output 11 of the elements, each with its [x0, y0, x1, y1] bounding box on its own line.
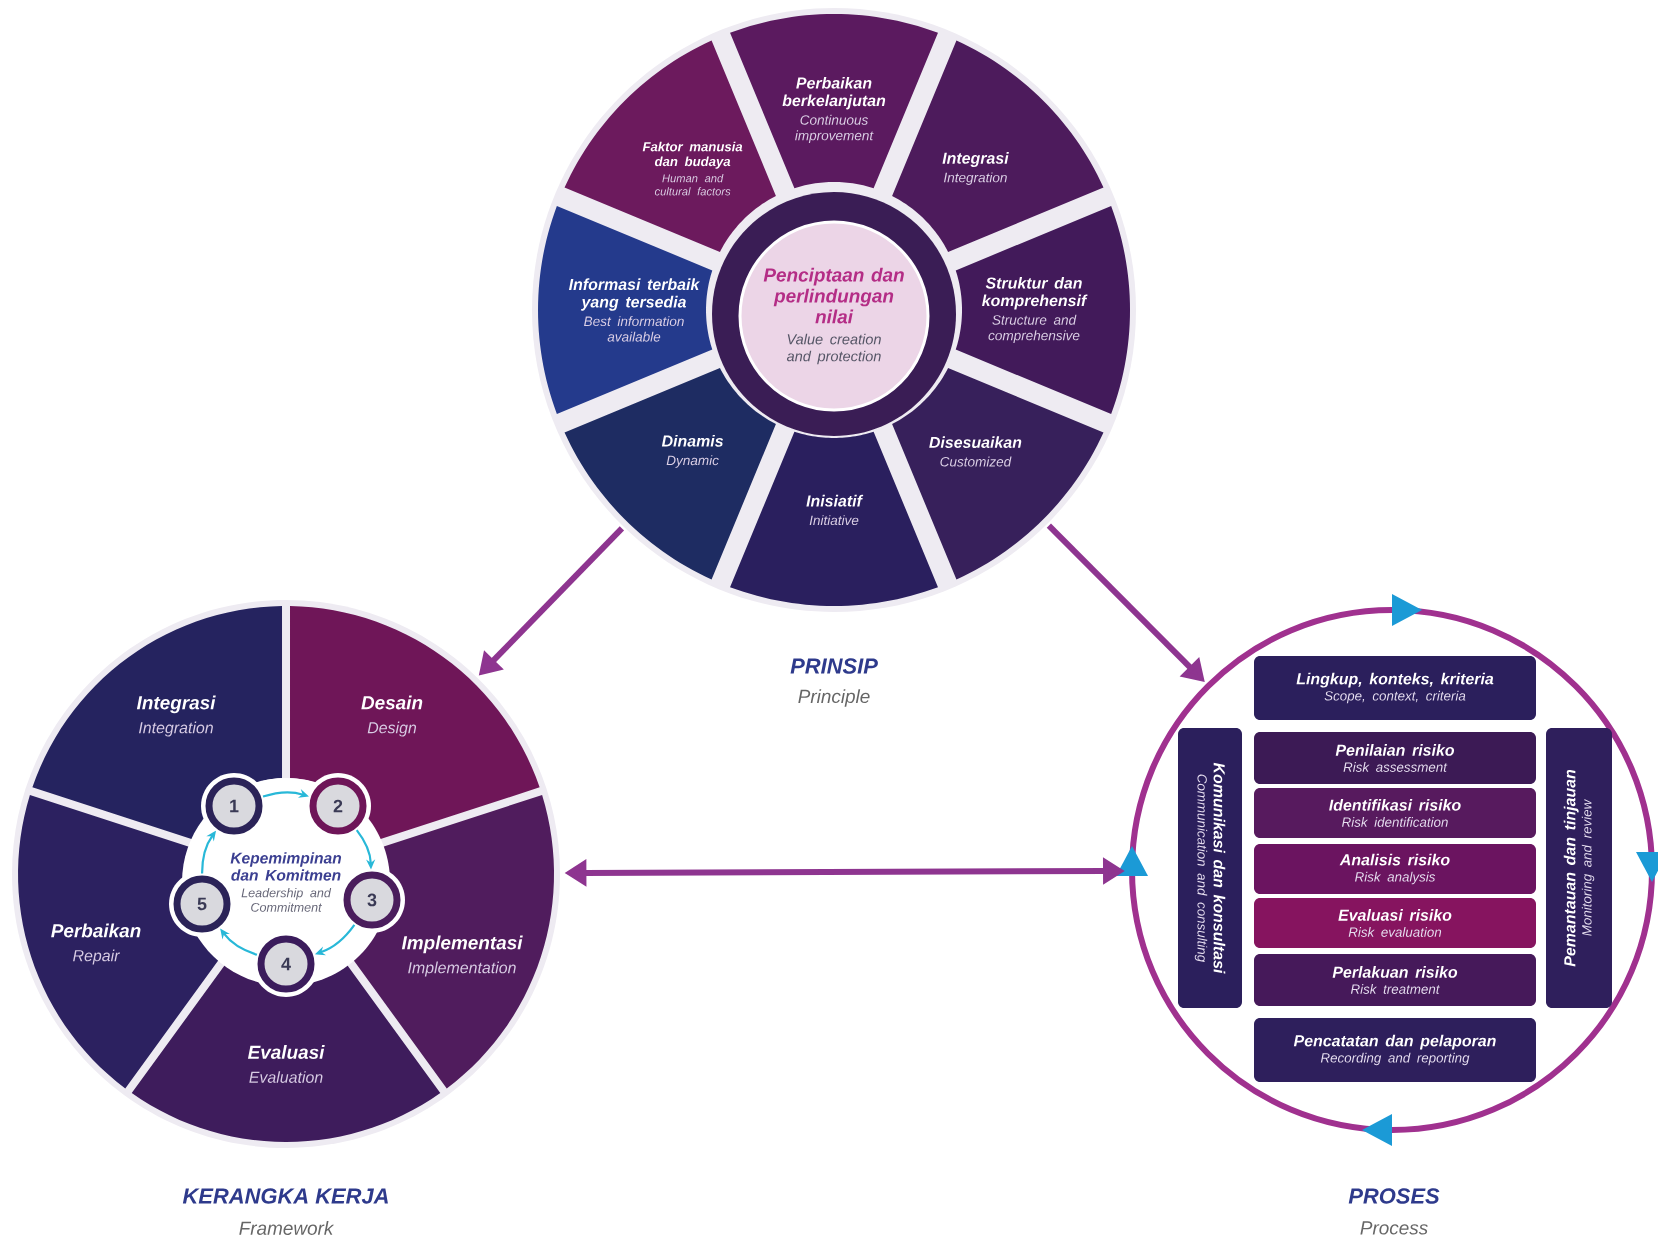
node-label: 2 — [333, 799, 343, 813]
section-subtitle: Framework — [239, 1221, 335, 1235]
section-title: KERANGKA KERJA — [182, 1188, 388, 1204]
section-title: PRINSIP — [790, 658, 878, 674]
node-label: 1 — [230, 799, 239, 813]
node-label: 3 — [367, 893, 377, 907]
section-subtitle: Principle — [798, 689, 870, 707]
node-label: 5 — [197, 897, 207, 911]
section-subtitle: Process — [1360, 1221, 1428, 1235]
section-title: PROSES — [1348, 1188, 1440, 1204]
node-label: 4 — [281, 957, 291, 971]
